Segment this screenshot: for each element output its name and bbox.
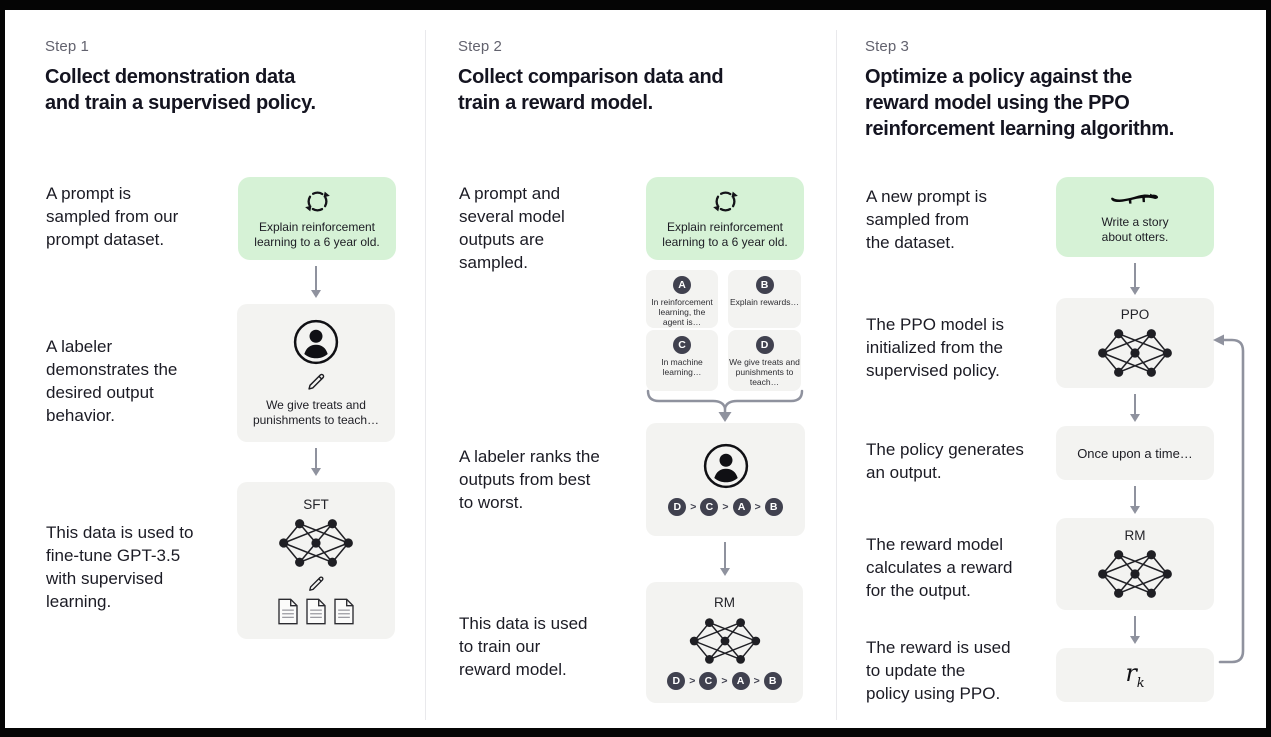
documents-row (277, 598, 355, 625)
step2-caption-train: This data is used to train our reward mo… (459, 614, 588, 679)
rank-badge: D (667, 672, 686, 690)
step2-prompt-card: Explain reinforcement learning to a 6 ye… (646, 177, 804, 260)
step2-caption-ranks: A labeler ranks the outputs from best to… (459, 447, 600, 512)
step1-label: Step 1 (45, 38, 89, 55)
document-icon (334, 598, 354, 624)
step2-rm-card: RM D > C > A > B (646, 582, 803, 703)
rank-separator: > (753, 675, 760, 687)
rank-badge: D (668, 498, 687, 516)
rank-badge: A (732, 498, 751, 516)
otter-icon (1111, 193, 1159, 204)
step3-prompt-card-text: Write a story about otters. (1101, 215, 1169, 244)
step2-caption-sampled: A prompt and several model outputs are s… (459, 184, 565, 272)
step3-ppo-card: PPO (1056, 298, 1214, 388)
output-badge-c: C (673, 336, 691, 354)
output-box-b: B Explain rewards… (728, 270, 801, 328)
step3-rm-card: RM (1056, 518, 1214, 610)
labeler-icon (703, 443, 748, 489)
step1-caption-labeler: A labeler demonstrates the desired outpu… (46, 337, 178, 425)
rank-separator: > (754, 501, 761, 513)
rank-badge: B (764, 498, 783, 516)
rank-badge: A (731, 672, 750, 690)
neural-network-icon (689, 618, 760, 664)
flow-arrow (1129, 486, 1140, 514)
step1-labeler-card: We give treats and punishments to teach… (237, 304, 395, 442)
step2-ranking-card: D > C > A > B (646, 423, 805, 536)
flow-arrow (719, 542, 730, 576)
feedback-loop-arrow (1213, 334, 1245, 664)
flow-arrow (1129, 394, 1140, 422)
step2-prompt-card-text: Explain reinforcement learning to a 6 ye… (662, 219, 788, 249)
output-box-c: C In machine learning… (646, 330, 718, 391)
step3-caption-new-prompt: A new prompt is sampled from the dataset… (866, 187, 987, 252)
column-divider-1 (425, 30, 426, 720)
pencil-icon (308, 576, 323, 591)
rank-badge: B (763, 672, 782, 690)
step1-caption-prompt: A prompt is sampled from our prompt data… (46, 184, 179, 249)
neural-network-icon (1098, 329, 1172, 377)
merge-brace-arrow (646, 389, 804, 422)
sft-label: SFT (303, 496, 329, 512)
cycle-icon (712, 190, 738, 212)
step3-output-card: Once upon a time… (1056, 426, 1214, 480)
step1-prompt-card: Explain reinforcement learning to a 6 ye… (238, 177, 396, 260)
step3-caption-reward: The reward model calculates a reward for… (866, 535, 1013, 600)
output-text-b: Explain rewards… (730, 297, 799, 307)
output-box-a: A In reinforcement learning, the agent i… (646, 270, 718, 328)
document-icon (278, 598, 298, 624)
flow-arrow (1129, 616, 1140, 644)
output-text-c: In machine learning… (661, 357, 703, 377)
step3-reward-card: rk (1056, 648, 1214, 702)
step1-labeler-card-text: We give treats and punishments to teach… (252, 397, 380, 427)
column-divider-2 (836, 30, 837, 720)
output-text-d: We give treats and punishments to teach… (729, 357, 800, 387)
step2-label: Step 2 (458, 38, 502, 55)
rank-badge: C (699, 672, 718, 690)
ranking: D > C > A > B (668, 498, 783, 516)
cycle-icon (304, 190, 330, 212)
step3-caption-update: The reward is used to update the policy … (866, 638, 1011, 703)
ppo-label: PPO (1120, 307, 1150, 322)
output-badge-d: D (755, 336, 774, 354)
pencil-icon (307, 373, 324, 390)
step3-caption-generates: The policy generates an output. (866, 440, 1024, 482)
output-badge-a: A (673, 276, 691, 294)
step3-caption-init: The PPO model is initialized from the su… (866, 315, 1004, 380)
rank-badge: C (700, 498, 719, 516)
neural-network-icon (279, 518, 353, 567)
neural-network-icon (1098, 550, 1172, 598)
step2-title: Collect comparison data and train a rewa… (458, 66, 724, 114)
ranking: D > C > A > B (667, 672, 782, 690)
output-box-d: D We give treats and punishments to teac… (728, 330, 801, 391)
rm-label: RM (714, 595, 735, 610)
labeler-icon (293, 319, 339, 364)
step1-caption-finetune: This data is used to fine-tune GPT-3.5 w… (46, 523, 194, 611)
step1-title: Collect demonstration data and train a s… (45, 66, 316, 114)
document-icon (306, 598, 326, 624)
flow-arrow (1129, 263, 1140, 295)
step3-label: Step 3 (865, 38, 909, 55)
flow-arrow (310, 266, 321, 298)
rank-separator: > (690, 501, 697, 513)
diagram-background (5, 10, 1266, 728)
step3-prompt-card: Write a story about otters. (1056, 177, 1214, 257)
step3-title: Optimize a policy against the reward mod… (865, 66, 1175, 140)
rank-separator: > (721, 675, 728, 687)
step1-sft-card: SFT (237, 482, 395, 639)
flow-arrow (310, 448, 321, 476)
rank-separator: > (689, 675, 696, 687)
output-text-a: In reinforcement learning, the agent is… (651, 297, 713, 327)
rank-separator: > (722, 501, 729, 513)
step1-prompt-card-text: Explain reinforcement learning to a 6 ye… (254, 219, 380, 249)
rm-label: RM (1124, 528, 1146, 543)
reward-symbol: rk (1125, 659, 1145, 691)
step3-output-text: Once upon a time… (1077, 445, 1193, 461)
output-badge-b: B (755, 276, 774, 294)
